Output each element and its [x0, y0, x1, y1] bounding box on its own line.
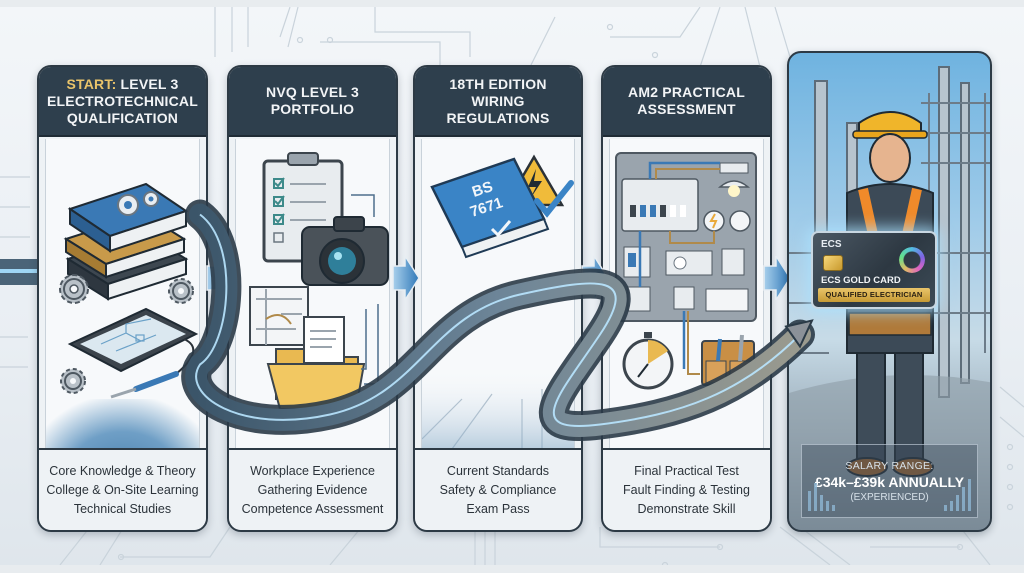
bar-chart-icon	[808, 483, 835, 511]
tool-pouch-icon	[701, 334, 755, 386]
camera-icon	[301, 216, 389, 286]
site-photo-icon	[249, 286, 309, 346]
stage-header: START: LEVEL 3 ELECTROTECHNICAL QUALIFIC…	[39, 67, 206, 137]
gear-icon	[60, 368, 86, 394]
hologram-icon	[899, 247, 925, 273]
regulations-illustration: BS 7671	[421, 139, 575, 449]
stage-header: AM2 PRACTICAL ASSESSMENT	[603, 67, 770, 137]
portfolio-illustration	[235, 139, 390, 449]
stage-title: START: LEVEL 3 ELECTROTECHNICAL QUALIFIC…	[47, 75, 198, 126]
svg-text:BS: BS	[470, 178, 495, 201]
stage-header: NVQ LEVEL 3 PORTFOLIO	[229, 67, 396, 137]
stage-card-level3: START: LEVEL 3 ELECTROTECHNICAL QUALIFIC…	[37, 65, 208, 532]
am2-illustration	[609, 139, 764, 449]
stage-description: Final Practical Test Fault Finding & Tes…	[603, 448, 770, 530]
stopwatch-icon	[622, 332, 674, 390]
stage-card-am2-assessment: AM2 PRACTICAL ASSESSMENT	[601, 65, 772, 532]
stage-header: 18TH EDITION WIRING REGULATIONS	[415, 67, 581, 137]
ecs-gold-card: ECS ECS GOLD CARD QUALIFIED ELECTRICIAN	[811, 231, 937, 309]
stage-title: NVQ LEVEL 3 PORTFOLIO	[266, 84, 359, 117]
stage-title: 18TH EDITION WIRING REGULATIONS	[446, 75, 550, 126]
step-arrow-icon	[392, 256, 420, 300]
chip-icon	[823, 255, 843, 271]
stage-card-18th-edition: 18TH EDITION WIRING REGULATIONS BS 7671	[413, 65, 583, 532]
stage-title: AM2 PRACTICAL ASSESSMENT	[628, 84, 745, 117]
books-gears-tablet-illustration	[45, 139, 200, 449]
infographic-canvas: START: LEVEL 3 ELECTROTECHNICAL QUALIFIC…	[0, 7, 1024, 565]
stage-description: Core Knowledge & Theory College & On-Sit…	[39, 448, 206, 530]
salary-range-box: SALARY RANGE: £34k–£39k ANNUALLY (EXPERI…	[801, 444, 978, 518]
stage-description: Workplace Experience Gathering Evidence …	[229, 448, 396, 530]
tablet-soldering-iron-icon	[67, 307, 199, 399]
stage-card-nvq-portfolio: NVQ LEVEL 3 PORTFOLIO	[227, 65, 398, 532]
road-start	[0, 259, 40, 285]
final-stage-qualified-electrician: ECS ECS GOLD CARD QUALIFIED ELECTRICIAN …	[787, 51, 992, 532]
bar-chart-icon	[944, 479, 971, 511]
gear-icon	[59, 274, 89, 304]
step-arrow-icon	[206, 256, 234, 300]
stage-description: Current Standards Safety & Compliance Ex…	[415, 448, 581, 530]
step-arrow-icon	[581, 256, 609, 300]
